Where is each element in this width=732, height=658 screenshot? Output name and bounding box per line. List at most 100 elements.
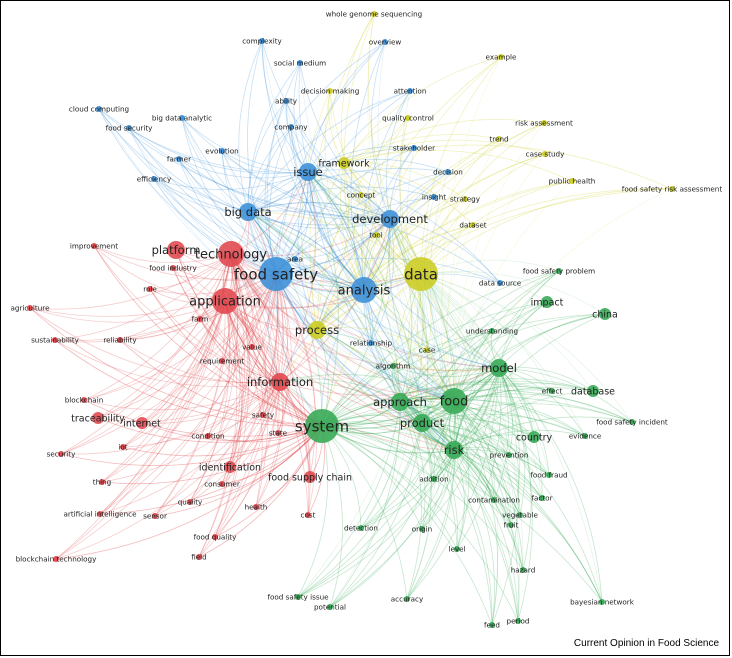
node-application[interactable] (212, 288, 238, 314)
node-case[interactable] (424, 347, 430, 353)
node-health[interactable] (253, 504, 259, 510)
node-thing[interactable] (99, 479, 105, 485)
node-food-safety-issue[interactable] (295, 594, 301, 600)
node-detection[interactable] (358, 525, 364, 531)
node-safety[interactable] (260, 412, 266, 418)
node-approach[interactable] (391, 393, 409, 411)
node-model[interactable] (490, 359, 508, 377)
node-development[interactable] (381, 210, 399, 228)
node-addition[interactable] (431, 476, 437, 482)
node-attention[interactable] (407, 88, 413, 94)
node-agriculture[interactable] (27, 305, 33, 311)
node-public-health[interactable] (569, 178, 575, 184)
node-sustainability[interactable] (52, 337, 58, 343)
node-area[interactable] (292, 256, 298, 262)
node-traceability[interactable] (92, 412, 104, 424)
node-framework[interactable] (338, 157, 350, 169)
node-level[interactable] (454, 546, 460, 552)
node-food-safety-problem[interactable] (556, 268, 562, 274)
node-blockchain-technology[interactable] (53, 556, 59, 562)
node-evolution[interactable] (219, 148, 225, 154)
node-prevention[interactable] (506, 452, 512, 458)
node-field[interactable] (196, 554, 202, 560)
node-cloud-computing[interactable] (96, 106, 102, 112)
node-value[interactable] (249, 344, 255, 350)
node-reliability[interactable] (117, 337, 123, 343)
node-internet[interactable] (136, 417, 148, 429)
node-system[interactable] (305, 409, 339, 443)
node-example[interactable] (498, 54, 504, 60)
node-requirement[interactable] (219, 358, 225, 364)
node-sensor[interactable] (152, 513, 158, 519)
node-factor[interactable] (539, 495, 545, 501)
node-feed[interactable] (489, 622, 495, 628)
node-algorithm[interactable] (390, 363, 396, 369)
node-risk-assessment[interactable] (541, 120, 547, 126)
node-efficiency[interactable] (151, 176, 157, 182)
node-social-medium[interactable] (297, 60, 303, 66)
node-improvement[interactable] (91, 243, 97, 249)
node-country[interactable] (528, 431, 540, 443)
node-consumer[interactable] (219, 481, 225, 487)
node-big-data-analytic[interactable] (179, 115, 185, 121)
node-cost[interactable] (305, 512, 311, 518)
node-ability[interactable] (283, 98, 289, 104)
node-impact[interactable] (541, 296, 553, 308)
node-company[interactable] (288, 124, 294, 130)
node-origin[interactable] (419, 526, 425, 532)
node-evidence[interactable] (582, 433, 588, 439)
node-fruit[interactable] (508, 522, 514, 528)
node-farmer[interactable] (176, 156, 182, 162)
node-case-study[interactable] (542, 151, 548, 157)
node-strategy[interactable] (462, 196, 468, 202)
node-technology[interactable] (218, 241, 244, 267)
node-analysis[interactable] (351, 277, 377, 303)
node-overview[interactable] (382, 39, 388, 45)
node-concept[interactable] (358, 192, 364, 198)
node-identification[interactable] (224, 461, 236, 473)
node-accuracy[interactable] (404, 596, 410, 602)
node-understanding[interactable] (489, 328, 495, 334)
node-food-industry[interactable] (170, 265, 176, 271)
node-vegetable[interactable] (517, 512, 523, 518)
node-platform[interactable] (167, 241, 185, 259)
node-food-security[interactable] (126, 125, 132, 131)
node-database[interactable] (587, 385, 599, 397)
node-decision-making[interactable] (327, 88, 333, 94)
node-farm[interactable] (197, 316, 203, 322)
node-food[interactable] (441, 388, 467, 414)
node-risk[interactable] (445, 441, 463, 459)
node-bayesian-network[interactable] (599, 599, 605, 605)
node-decision[interactable] (445, 169, 451, 175)
node-hazard[interactable] (520, 567, 526, 573)
node-data-source[interactable] (497, 280, 503, 286)
node-insight[interactable] (431, 194, 437, 200)
node-tool[interactable] (373, 232, 379, 238)
node-issue[interactable] (299, 163, 317, 181)
node-food-quality[interactable] (212, 534, 218, 540)
node-blockchain[interactable] (81, 397, 87, 403)
node-role[interactable] (147, 286, 153, 292)
node-data[interactable] (404, 257, 438, 291)
node-complexity[interactable] (259, 38, 265, 44)
node-food-safety-risk-assessment[interactable] (669, 186, 675, 192)
node-potential[interactable] (327, 604, 333, 610)
node-iot[interactable] (120, 444, 126, 450)
node-period[interactable] (515, 618, 521, 624)
node-trend[interactable] (496, 136, 502, 142)
node-big-data[interactable] (239, 203, 257, 221)
node-product[interactable] (413, 414, 431, 432)
node-food-fraud[interactable] (546, 472, 552, 478)
node-state[interactable] (275, 430, 281, 436)
node-relationship[interactable] (368, 340, 374, 346)
node-contamination[interactable] (491, 497, 497, 503)
node-artificial-intelligence[interactable] (97, 511, 103, 517)
node-effect[interactable] (549, 388, 555, 394)
node-food-safety[interactable] (259, 257, 293, 291)
node-china[interactable] (599, 308, 611, 320)
node-process[interactable] (308, 321, 326, 339)
node-dataset[interactable] (470, 222, 476, 228)
node-stakeholder[interactable] (411, 145, 417, 151)
node-food-supply-chain[interactable] (304, 471, 316, 483)
node-quality-control[interactable] (405, 115, 411, 121)
